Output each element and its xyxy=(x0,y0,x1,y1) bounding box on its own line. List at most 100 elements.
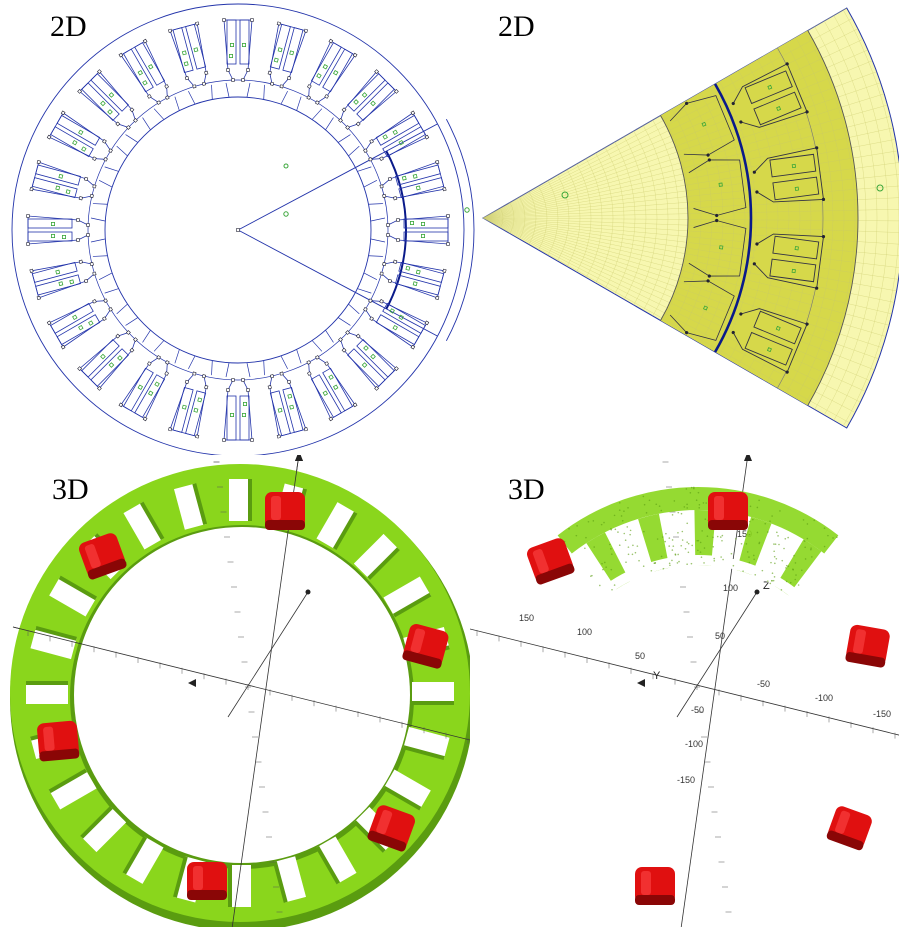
node-marker-icon xyxy=(280,372,283,375)
node-marker-icon xyxy=(37,296,40,299)
coil-rect xyxy=(57,315,100,345)
node-marker-icon xyxy=(87,224,90,227)
slot-shadow xyxy=(412,701,454,705)
magnet-highlight xyxy=(271,496,281,520)
stator-slot xyxy=(47,283,130,349)
label-marker-icon xyxy=(138,385,142,389)
label-marker-icon xyxy=(416,186,420,190)
coil-rect xyxy=(36,275,81,295)
coil-rect xyxy=(57,115,100,145)
stator-slot xyxy=(228,865,251,907)
label-marker-icon xyxy=(182,51,186,55)
label-marker-icon xyxy=(413,174,417,178)
slot-outline xyxy=(263,371,306,436)
axis-tick-label: -50 xyxy=(757,679,770,689)
node-marker-icon xyxy=(202,82,205,85)
label-marker-icon xyxy=(371,354,376,359)
label-marker-icon xyxy=(334,385,338,389)
label-marker-icon xyxy=(334,71,338,75)
label-marker-icon xyxy=(362,363,367,368)
label-marker-icon xyxy=(101,354,106,359)
node-marker-icon xyxy=(393,260,396,263)
label-marker-icon xyxy=(406,266,410,270)
stator-slot xyxy=(26,681,68,704)
node-marker-icon xyxy=(47,135,51,139)
slot-outline xyxy=(334,326,396,388)
stator-slot xyxy=(168,354,218,438)
magnet-block xyxy=(635,867,675,905)
node-marker-icon xyxy=(143,39,147,43)
axis-tick-label: 50 xyxy=(715,631,725,641)
coil-rect xyxy=(227,396,236,440)
node-marker-icon xyxy=(79,197,82,200)
label-marker-icon xyxy=(138,71,142,75)
label-marker-icon xyxy=(364,346,369,351)
label-marker-icon xyxy=(79,130,83,134)
node-marker-icon xyxy=(165,96,169,100)
coil-rect xyxy=(173,387,193,432)
slot-shadow xyxy=(248,479,252,521)
axis-tick-label: 50 xyxy=(635,651,645,661)
label-marker-icon xyxy=(393,130,397,134)
node-marker-icon xyxy=(84,279,87,282)
node-marker-icon xyxy=(443,269,446,272)
slot-outline xyxy=(80,326,142,388)
stator-slot xyxy=(258,354,308,438)
node-marker-icon xyxy=(185,76,188,79)
node-marker-icon xyxy=(195,22,198,25)
slot-outline xyxy=(379,255,444,298)
label-marker-icon xyxy=(155,382,159,386)
node-marker-icon xyxy=(268,71,271,74)
node-marker-icon xyxy=(193,85,196,88)
label-marker-icon xyxy=(62,235,65,238)
axis-tick-label: 100 xyxy=(577,627,592,637)
drawing-3d-full: XYZ15010050-50-100-15050100-50-100-15015… xyxy=(0,455,470,927)
node-marker-icon xyxy=(307,85,311,89)
panel-label-3d-full: 3D xyxy=(52,475,89,505)
panel-label-3d-sector: 3D xyxy=(508,475,545,505)
node-marker-icon xyxy=(30,187,33,190)
node-marker-icon xyxy=(382,194,385,197)
node-marker-icon xyxy=(242,79,245,82)
stator-slot xyxy=(291,337,357,420)
node-marker-icon xyxy=(436,160,439,163)
label-marker-icon xyxy=(317,74,321,78)
slot-opening xyxy=(26,682,68,704)
label-marker-icon xyxy=(465,208,469,212)
node-marker-icon xyxy=(223,19,226,22)
coil-rect xyxy=(240,20,249,64)
label-marker-icon xyxy=(118,356,123,361)
node-marker-icon xyxy=(227,389,230,392)
coil-rect xyxy=(123,368,153,411)
label-marker-icon xyxy=(194,48,198,52)
label-marker-icon xyxy=(82,147,86,151)
node-marker-icon xyxy=(205,71,208,74)
label-marker-icon xyxy=(284,164,288,168)
node-marker-icon xyxy=(251,19,254,22)
magnet-block xyxy=(187,862,227,900)
coil-rect xyxy=(376,315,419,345)
rotor-pole xyxy=(371,218,385,242)
label-marker-icon xyxy=(421,222,424,225)
node-marker-icon xyxy=(143,417,147,421)
node-marker-icon xyxy=(270,82,273,85)
coil-rect xyxy=(283,387,303,432)
axis-line-x xyxy=(470,627,899,742)
rotor-pole xyxy=(324,118,351,145)
node-marker-icon xyxy=(104,299,108,303)
stator-slot xyxy=(168,22,218,106)
node-marker-icon xyxy=(93,157,97,161)
magnet-highlight xyxy=(714,496,724,520)
stator-slot xyxy=(30,160,114,210)
node-marker-icon xyxy=(242,379,245,382)
label-marker-icon xyxy=(416,270,420,274)
label-marker-icon xyxy=(402,176,406,180)
coil-rect xyxy=(51,303,94,333)
axis-arrow-icon xyxy=(295,455,303,461)
magnet-side xyxy=(187,890,227,900)
label-marker-icon xyxy=(56,186,60,190)
coil-rect xyxy=(399,262,444,282)
slot-outline xyxy=(334,72,396,134)
node-marker-icon xyxy=(397,219,400,222)
axis-arrow-icon xyxy=(744,455,752,461)
